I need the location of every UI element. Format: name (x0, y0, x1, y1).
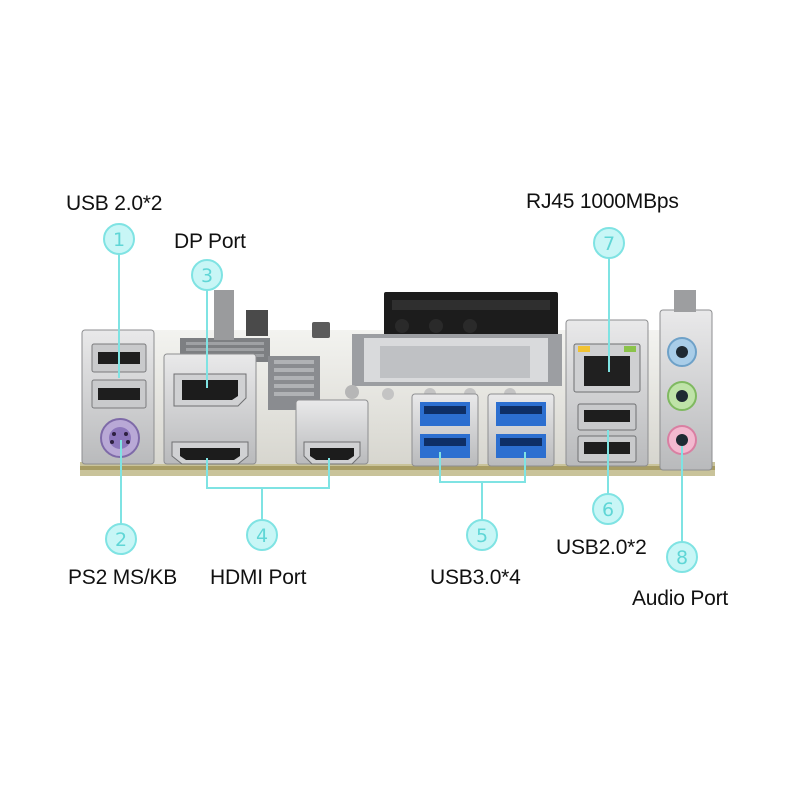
svg-text:6: 6 (602, 499, 614, 521)
rj45-usb2-stack (565, 319, 649, 467)
label-usb2-rear: USB 2.0*2 (66, 192, 163, 215)
cpu-socket (352, 334, 562, 386)
label-usb2-lan: USB2.0*2 (556, 536, 647, 559)
label-rj45: RJ45 1000MBps (526, 190, 679, 213)
label-hdmi-port: HDMI Port (210, 566, 307, 589)
audio-jacks (659, 290, 713, 471)
badge-2: 2 (105, 523, 137, 555)
svg-text:8: 8 (676, 547, 688, 569)
label-usb3: USB3.0*4 (430, 566, 521, 589)
usb2-ps2-stack (81, 329, 155, 465)
atx-power-connector (384, 292, 558, 336)
svg-text:3: 3 (201, 265, 213, 287)
label-audio-port: Audio Port (632, 587, 729, 610)
svg-text:4: 4 (256, 525, 268, 547)
badge-6: 6 (592, 493, 624, 525)
badge-1: 1 (103, 223, 135, 255)
label-ps2: PS2 MS/KB (68, 566, 178, 589)
svg-text:7: 7 (603, 233, 615, 255)
label-dp-port: DP Port (174, 230, 246, 253)
badge-8: 8 (666, 541, 698, 573)
usb3-quad (411, 393, 555, 467)
svg-text:5: 5 (476, 525, 488, 547)
leader-bracket-4 (206, 458, 330, 489)
badge-7: 7 (593, 227, 625, 259)
svg-text:2: 2 (115, 529, 127, 551)
badge-3: 3 (191, 259, 223, 291)
hdmi-port-2 (295, 399, 369, 465)
badge-5: 5 (466, 519, 498, 551)
dp-hdmi-stack (163, 353, 257, 465)
svg-text:1: 1 (113, 229, 125, 251)
leader-lines (118, 254, 683, 542)
badge-4: 4 (246, 519, 278, 551)
